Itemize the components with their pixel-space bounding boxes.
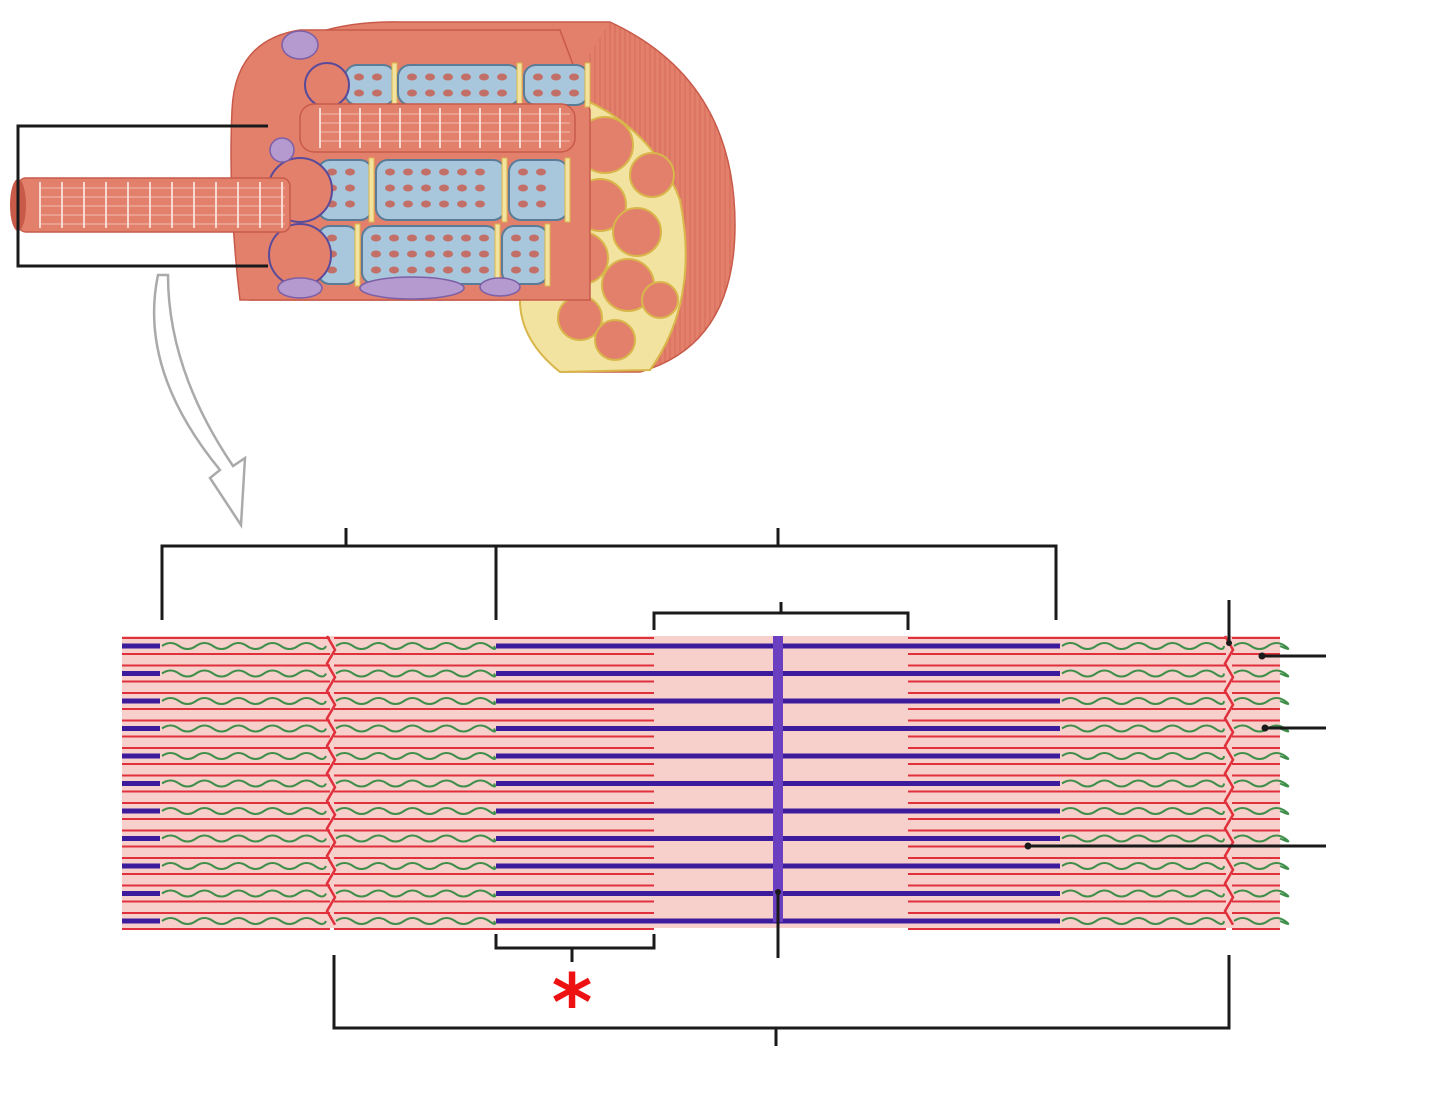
myofibril-cross-section: [642, 282, 678, 318]
sr-tubule: [509, 158, 570, 222]
myofibril-end: [305, 63, 349, 107]
h-zone-bracket: [654, 602, 908, 630]
myofibril-cross-section: [595, 320, 635, 360]
magnification-arrow: [154, 275, 245, 525]
sarcomere-schematic: [122, 636, 1288, 929]
sr-tubule: [345, 63, 397, 107]
muscle-fiber-illustration: [10, 20, 740, 375]
sr-tubule: [362, 224, 500, 286]
sr-tubule: [398, 63, 522, 107]
sr-tubule: [376, 158, 507, 222]
starred-region-bracket: [496, 934, 654, 962]
terminal-cisterna: [360, 277, 464, 299]
terminal-cisterna: [282, 31, 318, 59]
myofibril-end: [269, 224, 331, 286]
myofibril-cross-section: [613, 208, 661, 256]
sr-tubule: [502, 224, 550, 286]
protruding-myofibril: [10, 178, 290, 232]
sarcoplasmic-reticulum: [268, 63, 590, 286]
terminal-cisterna: [480, 278, 520, 296]
sr-tubule: [524, 63, 590, 107]
annotation-asterisk: *: [552, 959, 593, 1049]
terminal-cisterna: [270, 138, 294, 162]
a-band-bracket: [496, 528, 1056, 620]
i-band-bracket-left: [162, 528, 496, 620]
m-line: [773, 636, 783, 922]
myofibril-cross-section: [630, 153, 674, 197]
terminal-cisterna: [278, 278, 322, 298]
upper-myofibril: [300, 104, 575, 152]
sarcomere-bracket: [334, 955, 1229, 1046]
